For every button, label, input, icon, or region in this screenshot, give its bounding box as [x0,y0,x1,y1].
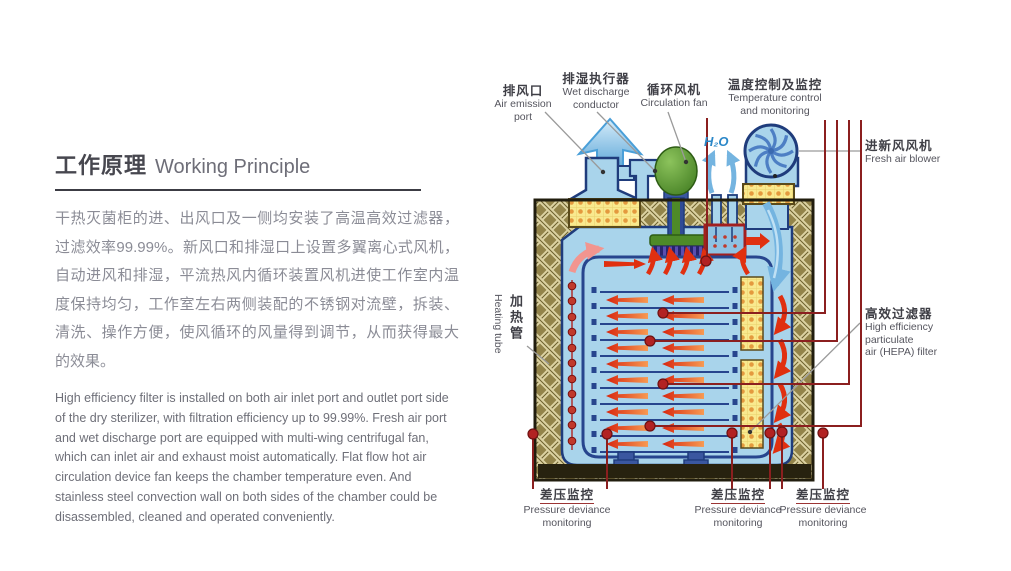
title-divider [55,189,421,191]
label-circulation-fan: 循环风机 Circulation fan [640,83,708,109]
h2o-label: H₂O [704,134,729,149]
working-principle-section: 工作原理 Working Principle 干热灭菌柜的进、出风口及一侧均安装了… [55,148,459,528]
page-title-zh: 工作原理 [55,153,148,178]
page-title: 工作原理 Working Principle [55,148,459,180]
principle-paragraph-en: High efficiency filter is installed on b… [55,391,449,524]
circulation-fan-assembly [649,146,708,263]
principle-paragraph-zh: 干热灭菌柜的进、出风口及一侧均安装了高温高效过滤器，过滤效率99.99%。新风口… [55,210,459,370]
label-fresh-air-blower: 进新风风机 Fresh air blower [865,139,941,165]
label-pressure-monitoring-3: 差压监控 Pressure deviance monitoring [779,488,867,529]
h2o-arrow-icon [701,149,716,194]
label-hepa-filter: 高效过滤器 High efficiency particulate air (H… [865,307,938,358]
label-air-emission-port: 排风口 Air emission port [494,84,552,123]
heating-tube-sensors [567,280,577,450]
fresh-air-blower [742,123,800,230]
label-pressure-monitoring-2: 差压监控 Pressure deviance monitoring [694,488,782,529]
fan-motor-dome [654,146,698,196]
exhaust-hepa-filter [568,198,641,228]
side-hepa-filter-lower [740,359,764,449]
sensor-dots [527,255,829,440]
page-title-en: Working Principle [155,156,311,178]
label-leader-lines [526,111,861,433]
leader-end-dots [600,159,753,435]
temperature-sensor-lines [532,118,862,489]
h2o-arrow-icon [726,149,741,194]
wet-discharge-box [703,223,747,257]
label-heating-tube: Heating tube 加热管 [492,294,523,354]
label-pressure-monitoring-1: 差压监控 Pressure deviance monitoring [523,488,611,529]
airflow-arrows [568,201,792,454]
label-wet-discharge-conductor: 排湿执行器 Wet discharge conductor [562,72,630,111]
label-temperature-control: 温度控制及监控 Temperature control and monitori… [727,78,823,117]
